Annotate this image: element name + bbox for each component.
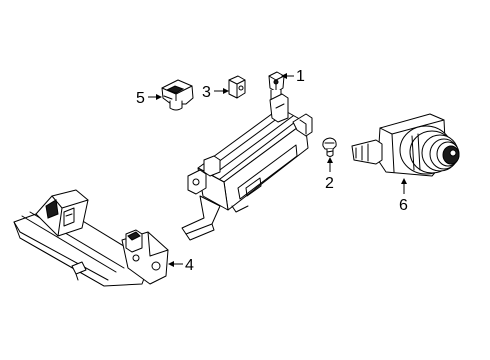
callout-2: 2 bbox=[325, 175, 334, 192]
part-4-mounting-bracket bbox=[13, 189, 169, 287]
callout-5: 5 bbox=[136, 90, 145, 107]
callout-6: 6 bbox=[399, 197, 408, 214]
callout-1: 1 bbox=[296, 68, 305, 85]
part-3-nut bbox=[228, 75, 246, 99]
part-6-camera-unit bbox=[351, 113, 460, 177]
callout-3: 3 bbox=[202, 84, 211, 101]
callout-4: 4 bbox=[185, 257, 194, 274]
part-5-connector-clip bbox=[161, 79, 194, 111]
sensor-module-housing bbox=[181, 93, 313, 241]
part-2-screw bbox=[322, 137, 337, 157]
